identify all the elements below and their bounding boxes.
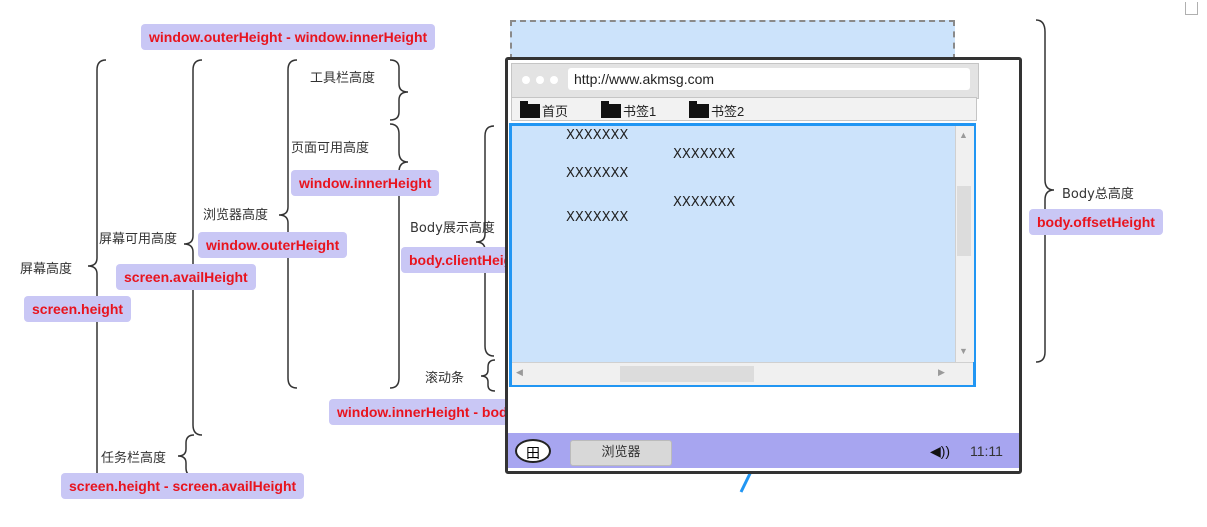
start-button[interactable]: 田 <box>515 439 551 463</box>
page-corner-icon <box>1185 2 1198 15</box>
address-bar[interactable]: http://www.akmsg.com <box>568 68 970 90</box>
folder-icon <box>520 100 540 118</box>
page-viewport <box>509 123 976 387</box>
bookmark-label: 首页 <box>542 104 569 119</box>
label-toolbar-height: 工具栏高度 <box>310 71 376 86</box>
bookmarks-bar <box>511 97 977 121</box>
tag-outer-height: window.outerHeight <box>198 232 348 258</box>
vertical-scroll-thumb[interactable] <box>957 186 971 256</box>
window-dot-icon <box>536 76 544 84</box>
window-dot-icon <box>522 76 530 84</box>
tag-offset-height: body.offsetHeight <box>1029 209 1163 235</box>
content-text: XXXXXXX <box>566 210 629 225</box>
scroll-down-icon[interactable]: ▼ <box>959 346 968 356</box>
folder-icon <box>601 100 621 118</box>
tag-height-minus-avail: screen.height - screen.availHeight <box>61 473 305 499</box>
content-text: XXXXXXX <box>673 195 736 210</box>
label-page-avail: 页面可用高度 <box>291 141 370 156</box>
content-text: XXXXXXX <box>673 147 736 162</box>
content-text: XXXXXXX <box>566 128 629 143</box>
tag-inner-height: window.innerHeight <box>291 170 440 196</box>
tag-screen-avail: screen.availHeight <box>116 264 256 290</box>
label-body-display: Body展示高度 <box>410 221 495 236</box>
bookmark-1[interactable]: 书签1 <box>601 100 657 120</box>
clock: 11:11 <box>970 443 1003 459</box>
label-screen-height: 屏幕高度 <box>20 262 73 277</box>
body-overflow-area <box>510 20 955 60</box>
label-scrollbar: 滚动条 <box>425 371 465 386</box>
scroll-left-icon[interactable]: ◀ <box>516 367 523 377</box>
bookmark-label: 书签2 <box>711 104 745 119</box>
bookmark-home[interactable]: 首页 <box>520 100 569 120</box>
bookmark-label: 书签1 <box>623 104 657 119</box>
scroll-right-icon[interactable]: ▶ <box>938 367 945 377</box>
content-text: XXXXXXX <box>566 166 629 181</box>
tag-outer-minus-inner: window.outerHeight - window.innerHeight <box>141 24 436 50</box>
taskbar-browser-button[interactable]: 浏览器 <box>570 440 672 466</box>
window-dot-icon <box>550 76 558 84</box>
folder-icon <box>689 100 709 118</box>
bookmark-2[interactable]: 书签2 <box>689 100 745 120</box>
label-screen-avail: 屏幕可用高度 <box>99 232 178 247</box>
label-browser-height: 浏览器高度 <box>203 208 269 223</box>
scroll-up-icon[interactable]: ▲ <box>959 130 968 140</box>
horizontal-scroll-thumb[interactable] <box>620 366 754 382</box>
tag-screen-height: screen.height <box>24 296 132 322</box>
label-taskbar-height: 任务栏高度 <box>101 451 167 466</box>
label-body-total: Body总高度 <box>1062 187 1134 202</box>
speaker-icon[interactable]: ◀)) <box>930 443 951 459</box>
